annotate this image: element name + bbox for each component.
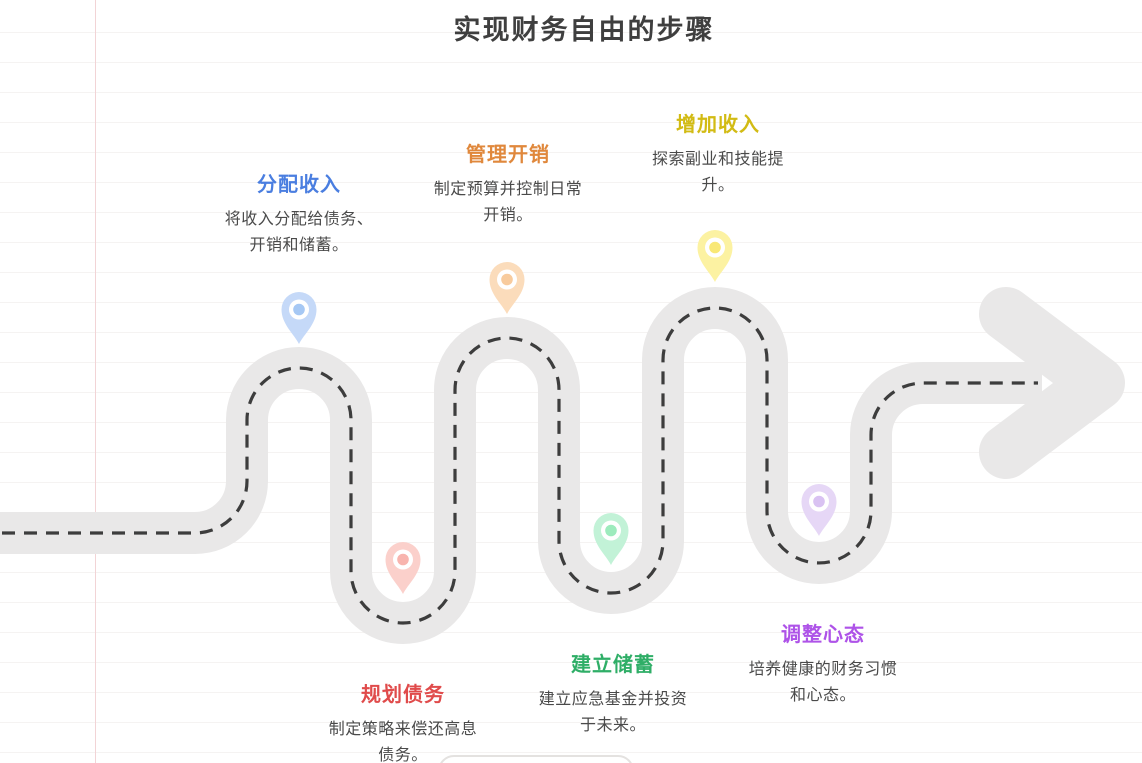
pin-dot	[813, 495, 825, 508]
step-desc-line: 升。	[701, 177, 735, 194]
step-desc-line: 制定策略来偿还高息	[328, 721, 478, 738]
road-path	[0, 287, 1042, 644]
page-title: 实现财务自由的步骤	[453, 15, 715, 45]
pin-dot	[293, 303, 305, 316]
step-block-allocate-income: 分配收入 将收入分配给债务、 开销和储蓄。	[189, 168, 409, 259]
step-title: 增加收入	[676, 114, 760, 136]
map-pin-6	[801, 484, 837, 536]
step-title: 规划债务	[361, 684, 445, 706]
step-desc-line: 开销和储蓄。	[249, 237, 349, 254]
pin-dot	[501, 273, 513, 286]
step-block-increase-income: 增加收入 探索副业和技能提 升。	[608, 108, 828, 199]
map-pin-1	[281, 292, 317, 344]
step-desc-line: 制定预算并控制日常	[433, 181, 583, 198]
step-desc-line: 开销。	[483, 207, 533, 224]
road-arrowhead-icon	[979, 287, 1125, 479]
step-block-adjust-mindset: 调整心态 培养健康的财务习惯 和心态。	[713, 618, 933, 709]
map-pin-2	[489, 262, 525, 314]
step-title: 分配收入	[257, 174, 341, 196]
step-block-plan-debt: 规划债务 制定策略来偿还高息 债务。	[293, 678, 513, 763]
step-title: 管理开销	[466, 144, 550, 166]
step-desc-line: 债务。	[378, 747, 428, 763]
step-desc-line: 培养健康的财务习惯	[748, 661, 898, 678]
page-margin-line	[95, 0, 96, 763]
step-title: 建立储蓄	[571, 654, 655, 676]
road-dash-line	[0, 306, 1038, 625]
step-desc-line: 于未来。	[579, 717, 646, 734]
step-desc-line: 探索副业和技能提	[651, 151, 784, 168]
step-desc-line: 和心态。	[789, 687, 856, 704]
step-desc-line: 建立应急基金并投资	[538, 691, 688, 708]
map-pin-5	[593, 513, 629, 565]
step-desc-line: 将收入分配给债务、	[224, 211, 374, 228]
step-block-build-savings: 建立储蓄 建立应急基金并投资 于未来。	[503, 648, 723, 739]
map-pin-4	[385, 542, 421, 594]
map-pin-3	[697, 230, 733, 282]
pin-dot	[397, 553, 409, 566]
step-block-manage-expenses: 管理开销 制定预算并控制日常 开销。	[398, 138, 618, 229]
footer-box[interactable]	[438, 755, 634, 763]
pin-dot	[709, 241, 721, 254]
pin-dot	[605, 524, 617, 537]
step-title: 调整心态	[781, 624, 865, 646]
